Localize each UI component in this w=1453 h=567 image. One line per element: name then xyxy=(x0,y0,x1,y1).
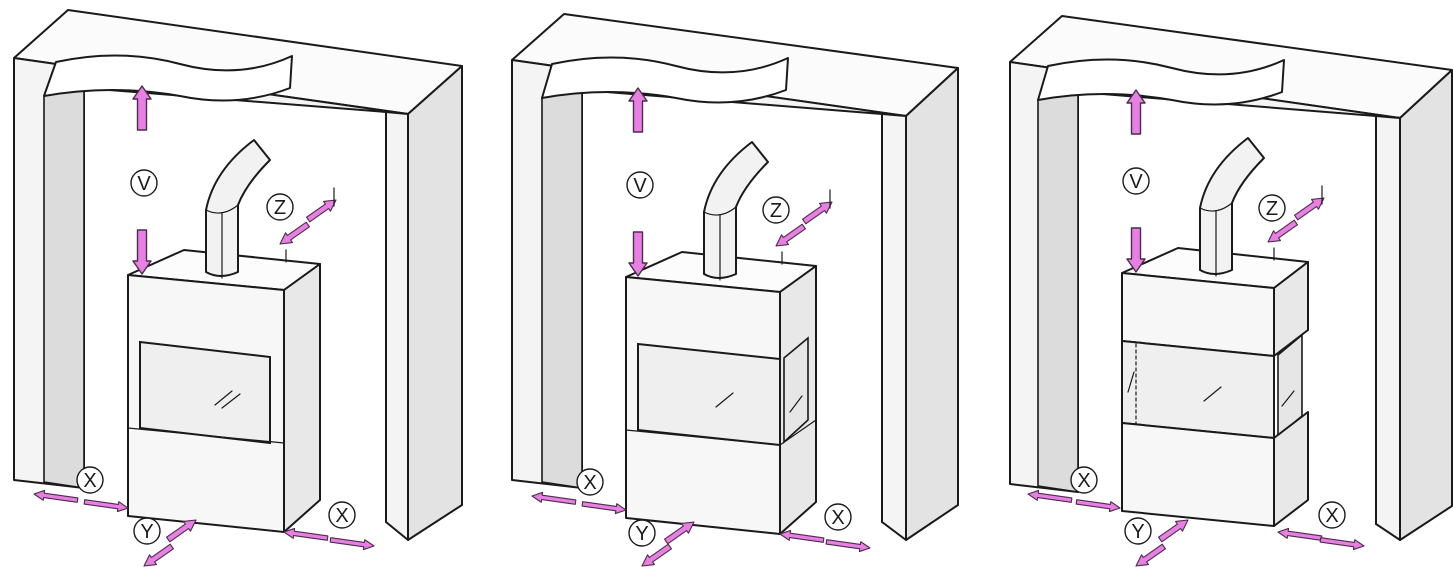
svg-text:V: V xyxy=(1129,171,1143,193)
arrow-x-left-in xyxy=(581,498,628,516)
stove-body xyxy=(625,251,817,535)
wall-niche xyxy=(13,9,463,541)
stove-glass xyxy=(637,342,781,447)
arrow-y-in xyxy=(1156,514,1192,545)
svg-text:X: X xyxy=(1325,505,1338,527)
svg-text:V: V xyxy=(633,175,647,197)
label-x-right: X xyxy=(1318,501,1346,529)
svg-text:Z: Z xyxy=(770,200,782,222)
clearance-arrows xyxy=(1026,89,1366,567)
arrow-x-right-in xyxy=(282,526,329,544)
flue-pipe xyxy=(703,141,769,281)
label-y: Y xyxy=(1124,517,1152,545)
label-y: Y xyxy=(628,519,656,547)
label-y: Y xyxy=(133,517,161,545)
label-v: V xyxy=(1122,167,1150,195)
arrow-x-left-out xyxy=(530,490,577,508)
svg-text:X: X xyxy=(1077,470,1090,492)
panel-2-two-sided-glass: V Z X X Y xyxy=(511,13,959,567)
arrow-z-down xyxy=(1264,217,1300,248)
clearance-arrows xyxy=(32,85,376,567)
arrow-x-right-in xyxy=(778,528,825,546)
panel-3-three-sided-glass: V Z X X Y xyxy=(1009,15,1453,567)
stove-body xyxy=(1121,247,1309,527)
arrow-z-down xyxy=(276,219,312,250)
label-v: V xyxy=(130,169,158,197)
svg-text:Y: Y xyxy=(1131,521,1144,543)
arrow-y-out xyxy=(1132,541,1168,567)
stove-glass xyxy=(1121,339,1275,440)
arrow-x-left-in xyxy=(1075,496,1122,514)
label-z: Z xyxy=(1258,194,1286,222)
arrow-x-left-in xyxy=(83,496,130,514)
wall-niche xyxy=(511,13,959,541)
svg-text:X: X xyxy=(831,507,844,529)
arrow-x-right-out xyxy=(1319,534,1366,552)
label-v: V xyxy=(626,171,654,199)
flue-pipe xyxy=(205,139,271,279)
arrow-y-out xyxy=(140,541,176,567)
label-x-left: X xyxy=(76,466,104,494)
stove-body xyxy=(127,249,321,533)
svg-text:X: X xyxy=(83,470,96,492)
label-x-right: X xyxy=(328,501,356,529)
panel-1-single-glass-front: V Z X X Y xyxy=(13,9,463,567)
arrow-x-right-out xyxy=(329,534,376,552)
lower-block xyxy=(1121,422,1275,527)
svg-text:Z: Z xyxy=(274,197,286,219)
label-x-right: X xyxy=(824,503,852,531)
arrow-x-right-out xyxy=(825,536,872,554)
label-x-left: X xyxy=(1070,466,1098,494)
label-z: Z xyxy=(762,196,790,224)
svg-text:Y: Y xyxy=(140,521,153,543)
arrow-z-down xyxy=(772,221,808,252)
svg-text:X: X xyxy=(335,505,348,527)
clearance-arrows xyxy=(530,87,872,567)
wall-niche xyxy=(1009,15,1453,541)
stove-glass xyxy=(139,340,271,445)
svg-text:V: V xyxy=(137,173,151,195)
label-z: Z xyxy=(266,193,294,221)
svg-text:X: X xyxy=(583,472,596,494)
arrow-x-right-in xyxy=(1276,526,1323,544)
svg-text:Y: Y xyxy=(635,523,648,545)
svg-text:Z: Z xyxy=(1266,198,1278,220)
label-x-left: X xyxy=(576,468,604,496)
stove-side-glass xyxy=(783,336,809,444)
arrow-x-left-out xyxy=(32,488,79,506)
flue-pipe xyxy=(1199,137,1265,277)
